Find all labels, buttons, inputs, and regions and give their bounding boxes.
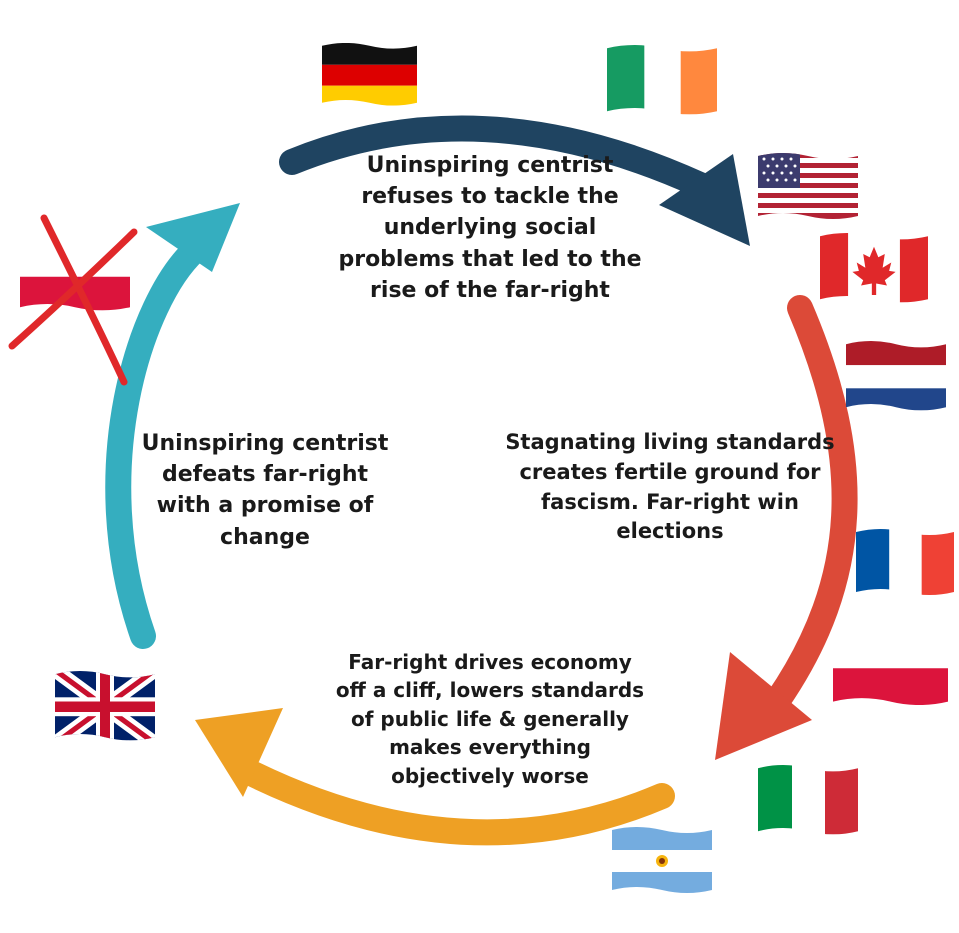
stage-bottom-line: off a cliff, lowers standards: [335, 678, 645, 703]
stage-right-line: creates fertile ground for: [519, 459, 821, 484]
stage-left-line: Uninspiring centrist: [141, 431, 389, 456]
stage-right-line: fascism. Far-right win: [541, 489, 799, 514]
poland-flag-icon: [833, 629, 948, 706]
stage-top-line: rise of the far-right: [370, 277, 610, 303]
stage-right-line: elections: [616, 519, 724, 544]
stage-bottom-line: Far-right drives economy: [348, 650, 632, 674]
stage-bottom-line: makes everything: [389, 735, 591, 760]
italy-flag-icon: [758, 765, 858, 835]
red-cross-mark: [8, 214, 138, 386]
stage-text-top: Uninspiring centrist refuses to tackle t…: [300, 150, 680, 306]
arrow-left: [105, 203, 240, 649]
stage-right-line: Stagnating living standards: [505, 430, 835, 454]
poland-flag-crossed-icon: [20, 241, 130, 311]
stage-left-line: change: [220, 524, 310, 550]
stage-top-line: underlying social: [383, 215, 597, 241]
arrow-top: [279, 115, 750, 246]
uk-flag-icon: [55, 671, 155, 741]
usa-flag-icon: [758, 153, 858, 219]
stage-top-line: problems that led to the: [338, 246, 642, 272]
arrow-right: [715, 295, 858, 760]
argentina-flag-icon: [612, 827, 712, 893]
germany-flag-icon: [322, 42, 417, 106]
france-flag-icon: [856, 529, 954, 595]
stage-left-line: with a promise of: [156, 493, 374, 519]
stage-bottom-line: objectively worse: [391, 763, 589, 788]
arrow-bottom: [195, 708, 675, 846]
stage-top-line: Uninspiring centrist: [366, 153, 614, 178]
stage-text-left: Uninspiring centrist defeats far-right w…: [105, 428, 425, 553]
stage-left-line: defeats far-right: [162, 462, 368, 488]
stage-bottom-line: of public life & generally: [351, 706, 629, 731]
ireland-flag-icon: [607, 45, 717, 115]
canada-flag-icon: [820, 233, 928, 303]
stage-text-bottom: Far-right drives economy off a cliff, lo…: [300, 648, 680, 790]
netherlands-flag-icon: [846, 341, 946, 411]
stage-top-line: refuses to tackle the: [361, 184, 619, 210]
stage-text-right: Stagnating living standards creates fert…: [470, 428, 870, 547]
